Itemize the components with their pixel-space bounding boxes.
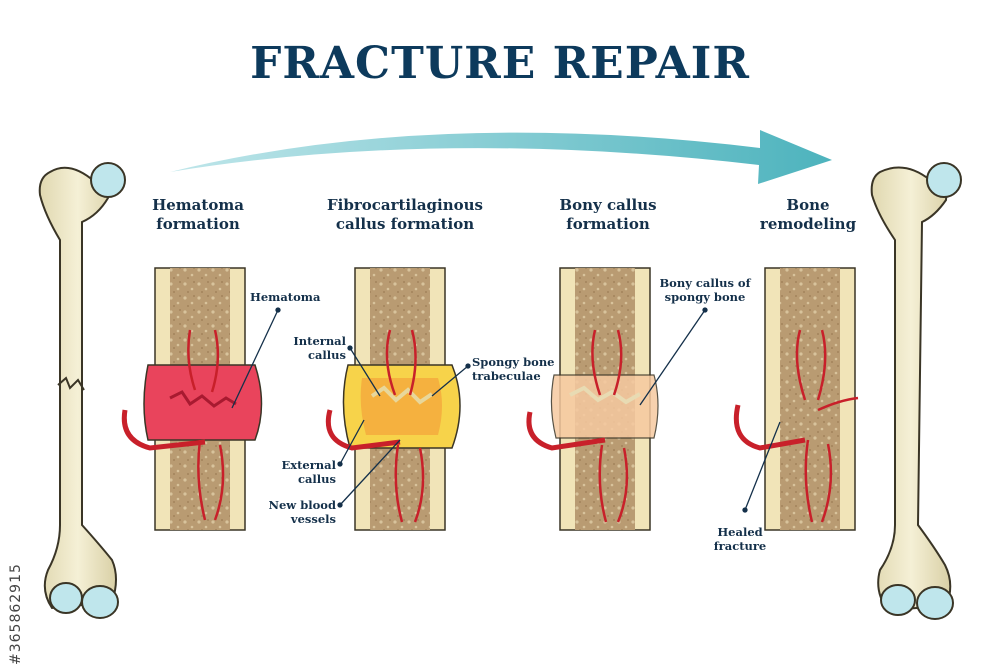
section-remodeling (733, 267, 859, 531)
femur-healed (870, 162, 962, 620)
healed-vessel (733, 404, 806, 451)
label-hematoma: Hematoma (250, 290, 321, 304)
section-hematoma (121, 267, 263, 531)
hematoma-mass (143, 364, 263, 441)
section-fibrocartilaginous (325, 267, 461, 531)
bony-callus (569, 385, 641, 405)
femur-fractured (38, 162, 126, 619)
internal-callus (370, 385, 434, 405)
stock-id: #365862915 (8, 563, 24, 665)
blood-vessel (121, 409, 206, 451)
section-bony-callus (526, 267, 659, 531)
label-pointers (231, 307, 781, 513)
cartilage-cap (90, 162, 126, 198)
page-title: FRACTURE REPAIR (250, 38, 750, 89)
progress-arrow (170, 130, 832, 184)
